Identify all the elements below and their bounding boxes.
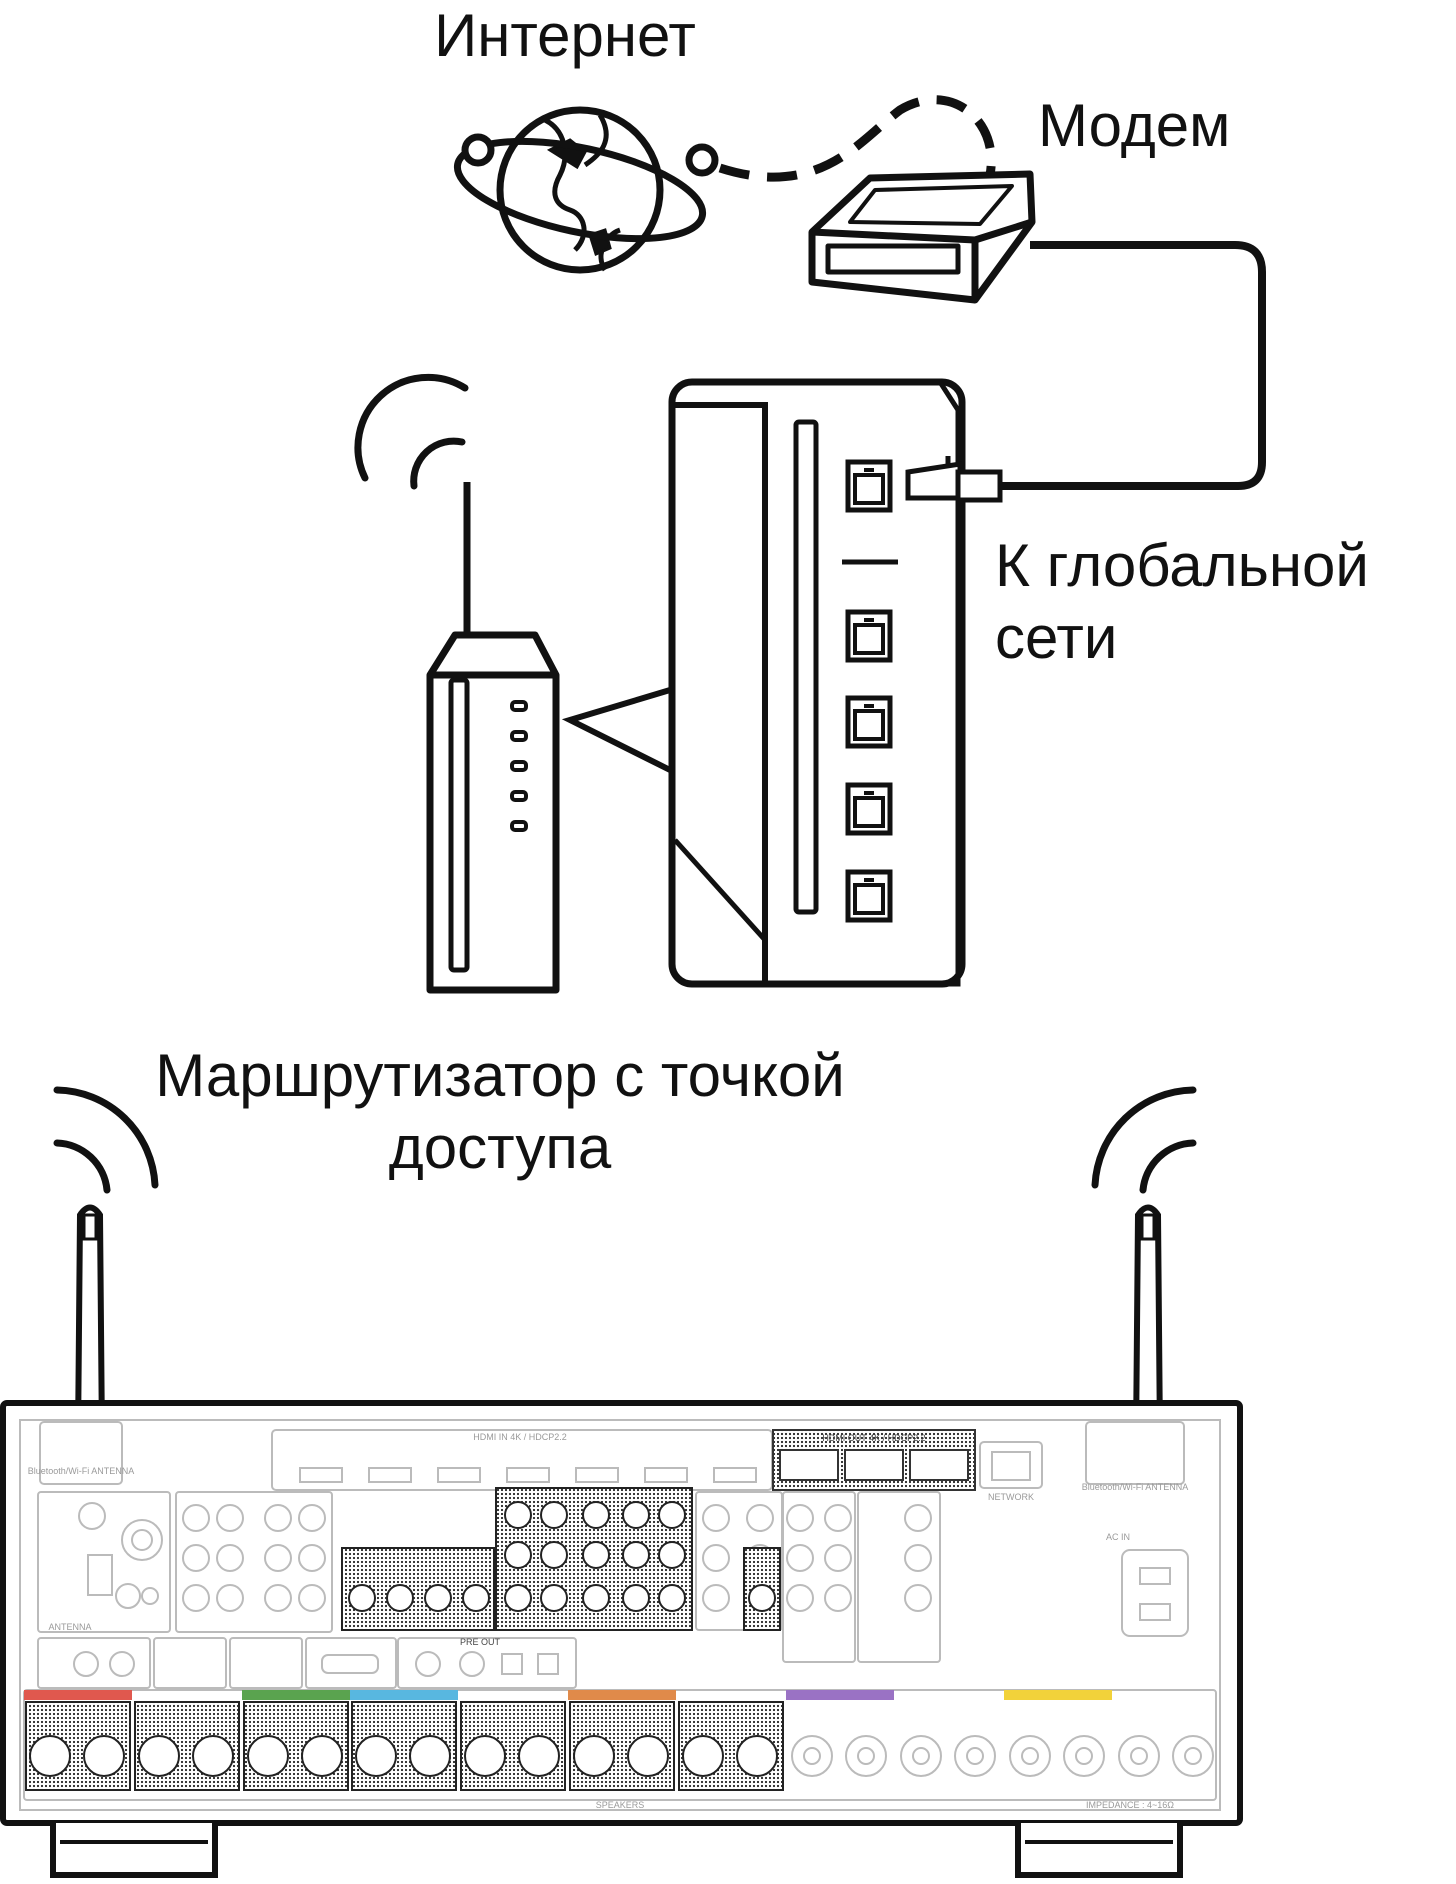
speakers-label: SPEAKERS <box>596 1800 645 1810</box>
router-lan-ports <box>845 459 893 923</box>
hdmi-in-ports <box>299 1467 757 1483</box>
wan-label-line1: К глобальной <box>995 532 1369 599</box>
ethernet-plug-icon <box>905 456 1003 503</box>
router-icon <box>426 482 560 994</box>
speaker-color-tags <box>24 1690 1112 1700</box>
impedance-label: IMPEDANCE : 4~16Ω <box>1086 1800 1174 1810</box>
network-label: NETWORK <box>988 1492 1034 1502</box>
internet-label: Интернет <box>434 2 696 69</box>
bt-antenna-left-jack <box>39 1421 123 1485</box>
lan-port-4-icon <box>845 869 893 923</box>
antenna-label: ANTENNA <box>48 1622 91 1632</box>
router-label-line1: Маршрутизатор с точкой <box>155 1042 845 1109</box>
bt-antenna-right-label: Bluetooth/Wi-Fi ANTENNA <box>1082 1482 1189 1492</box>
internet-link-dashed <box>718 95 996 182</box>
left-wifi-waves-icon <box>53 1086 159 1194</box>
router-label: Маршрутизатор с точкой доступа <box>0 1040 1000 1184</box>
ac-in-label: AC IN <box>1106 1532 1130 1542</box>
lan-port-1-icon <box>845 609 893 663</box>
lan-port-2-icon <box>845 695 893 749</box>
lan-port-3-icon <box>845 782 893 836</box>
pre-out-label: PRE OUT <box>460 1637 501 1647</box>
ac-in-socket <box>1121 1549 1189 1637</box>
router-callout-pointer <box>561 687 672 773</box>
hdmi-out-label: HDMI OUT 4K / HDCP2.2 <box>822 1433 925 1443</box>
hdmi-in-label: HDMI IN 4K / HDCP2.2 <box>473 1432 567 1442</box>
wan-label: К глобальной сети <box>995 530 1369 674</box>
router-label-line2: доступа <box>388 1114 612 1181</box>
bt-antenna-right-jack <box>1085 1421 1185 1485</box>
right-wifi-waves-icon <box>1091 1086 1197 1194</box>
analog-io-light <box>37 1491 941 1689</box>
bt-antenna-left-label: Bluetooth/Wi-Fi ANTENNA <box>28 1466 135 1476</box>
wan-port-icon <box>845 459 893 513</box>
network-jack <box>979 1441 1043 1489</box>
modem-label: Модем <box>1038 92 1231 159</box>
wan-label-line2: сети <box>995 604 1118 671</box>
modem-icon <box>808 170 1036 304</box>
wan-cable <box>1000 241 1266 490</box>
speaker-terminals-dark <box>25 1701 784 1791</box>
globe-icon <box>453 106 719 274</box>
router-wifi-waves-icon <box>354 373 469 490</box>
speaker-terminals-light <box>791 1735 1214 1777</box>
pre-out-block <box>341 1487 781 1631</box>
